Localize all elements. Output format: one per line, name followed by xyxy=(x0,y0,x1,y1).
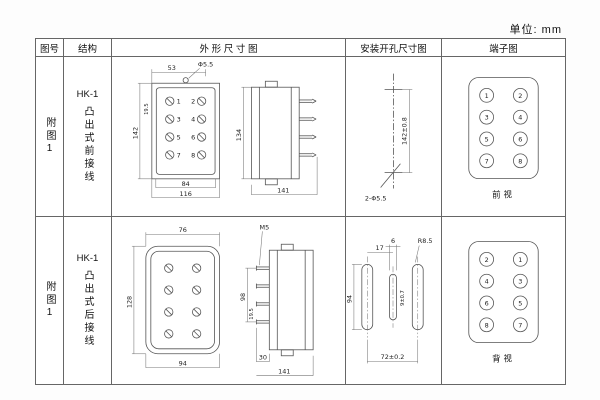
term-circle-r3: 6 xyxy=(518,135,522,143)
dim-6: 6 xyxy=(391,237,395,245)
term-circle-r2: 4 xyxy=(518,113,522,121)
row2-mount-dim-lines xyxy=(351,244,420,363)
row2-structure-cell: HK-1 凸出式后接线 xyxy=(64,217,112,385)
dim-30: 30 xyxy=(259,353,267,361)
row1-terminal-cell: 1 2 3 4 5 6 7 8 前视 xyxy=(442,57,566,217)
dim-r8-5: R8.5 xyxy=(418,237,433,245)
dim-53: 53 xyxy=(168,63,176,71)
dim-hole-5-5: Φ5.5 xyxy=(198,60,213,68)
terminal-2: 2 xyxy=(191,97,195,105)
row1-front-view xyxy=(151,76,220,179)
row2-terminal-body xyxy=(468,240,539,343)
dim-m5: M5 xyxy=(259,223,269,231)
header-mount-dims: 安装开孔尺寸图 xyxy=(346,39,442,57)
term-circle-l2: 3 xyxy=(485,113,489,121)
row2-side-view xyxy=(255,243,314,356)
dim-84: 84 xyxy=(182,179,190,187)
row1-mount-drawing: 142±0.8 2-Φ5.5 xyxy=(365,73,413,202)
spec-table: 图号 结构 外 形 尺 寸 图 安装开孔尺寸图 端子图 附图1 HK-1 凸出式… xyxy=(35,38,566,385)
term-circle-l3: 5 xyxy=(485,135,489,143)
row1-mount-lines xyxy=(380,73,403,188)
row2-terminal-diagram: 2 1 4 3 6 5 8 7 背视 xyxy=(468,240,539,363)
note-2-holes: 2-Φ5.5 xyxy=(365,194,387,202)
dim-94: 94 xyxy=(179,359,187,367)
dim-72-tol: 72±0.2 xyxy=(381,352,405,360)
terminal-4: 4 xyxy=(191,115,195,123)
row2-mount-cell: 17 6 R8.5 94 9±0.7 72±0.2 xyxy=(346,217,442,385)
header-terminal-diagram: 端子图 xyxy=(442,39,566,57)
dim-98: 98 xyxy=(239,292,247,300)
row1-terminal-body xyxy=(468,76,539,179)
header-structure: 结构 xyxy=(64,39,112,57)
term2-circle-r2: 3 xyxy=(518,277,522,285)
row2-terminal-cell: 2 1 4 3 6 5 8 7 背视 xyxy=(442,217,566,385)
term-circle-r1: 2 xyxy=(518,91,522,99)
row1-outline-drawing: 53 Φ5.5 142 19.5 84 116 134 141 1 2 3 4 … xyxy=(131,60,318,198)
terminal-5: 5 xyxy=(177,133,181,141)
row2-mount-centerlines xyxy=(367,255,419,338)
term2-circle-r4: 7 xyxy=(518,321,522,329)
term2-circle-l4: 8 xyxy=(485,321,489,329)
dim-141-rear: 141 xyxy=(278,367,290,375)
header-outline-dims: 外 形 尺 寸 图 xyxy=(112,39,346,57)
term2-circle-r1: 1 xyxy=(518,255,522,263)
row2-mount-slots xyxy=(361,263,424,330)
terminal-6: 6 xyxy=(191,133,195,141)
row1-terminal-diagram: 1 2 3 4 5 6 7 8 前视 xyxy=(468,76,539,199)
term-circle-l1: 1 xyxy=(485,91,489,99)
dim-141: 141 xyxy=(277,186,289,194)
dim-17: 17 xyxy=(376,244,384,252)
row1-outline-cell: 53 Φ5.5 142 19.5 84 116 134 141 1 2 3 4 … xyxy=(112,57,346,217)
row1-mount-dim-lines xyxy=(402,88,413,173)
row2-outline-cell: 76 128 94 M5 98 19.5 30 141 xyxy=(112,217,346,385)
row2-rear-screws xyxy=(164,263,202,338)
terminal-8: 8 xyxy=(191,151,195,159)
dim-19-5: 19.5 xyxy=(144,103,150,114)
row1-fig-no-cell: 附图1 xyxy=(36,57,64,217)
row2-fig-no: 附图1 xyxy=(44,280,55,321)
dim-116: 116 xyxy=(180,190,192,198)
row2-rear-view xyxy=(145,245,220,354)
term-circle-l4: 7 xyxy=(485,157,489,165)
row1-fig-no: 附图1 xyxy=(44,116,55,157)
row1-terminal-caption: 前视 xyxy=(492,189,515,199)
row1-dimension-lines xyxy=(137,67,318,198)
row1-side-view xyxy=(251,80,317,185)
dim-slot-width: 9±0.7 xyxy=(400,290,406,306)
dim-19-5-side: 19.5 xyxy=(249,308,255,319)
term2-circle-l3: 6 xyxy=(485,299,489,307)
dim-76: 76 xyxy=(179,225,187,233)
row2-mount-drawing: 17 6 R8.5 94 9±0.7 72±0.2 xyxy=(346,237,433,363)
row2-terminal-caption: 背视 xyxy=(492,353,515,363)
dim-128: 128 xyxy=(125,295,133,307)
row1-mount-cell: 142±0.8 2-Φ5.5 xyxy=(346,57,442,217)
term2-circle-r3: 5 xyxy=(518,299,522,307)
dim-142-tol: 142±0.8 xyxy=(400,117,408,145)
row2-fig-no-cell: 附图1 xyxy=(36,217,64,385)
row2-dimension-lines xyxy=(131,230,314,376)
unit-label: 单位: mm xyxy=(509,24,562,36)
terminal-7: 7 xyxy=(177,151,181,159)
term-circle-r4: 8 xyxy=(518,157,522,165)
terminal-1: 1 xyxy=(177,97,181,105)
term2-circle-l2: 4 xyxy=(485,277,489,285)
row1-structure: 凸出式前接线 xyxy=(82,106,93,184)
row1-front-screws xyxy=(165,96,207,160)
dim-94-mount: 94 xyxy=(346,294,353,302)
dim-134: 134 xyxy=(235,128,243,140)
row2-structure: 凸出式后接线 xyxy=(82,270,93,348)
row2-model: HK-1 xyxy=(76,253,99,264)
row1-model: HK-1 xyxy=(76,89,99,100)
header-fig-no: 图号 xyxy=(36,39,64,57)
terminal-3: 3 xyxy=(177,115,181,123)
dim-142: 142 xyxy=(131,126,139,138)
term2-circle-l1: 2 xyxy=(485,255,489,263)
row2-outline-drawing: 76 128 94 M5 98 19.5 30 141 xyxy=(125,223,314,376)
row1-structure-cell: HK-1 凸出式前接线 xyxy=(64,57,112,217)
